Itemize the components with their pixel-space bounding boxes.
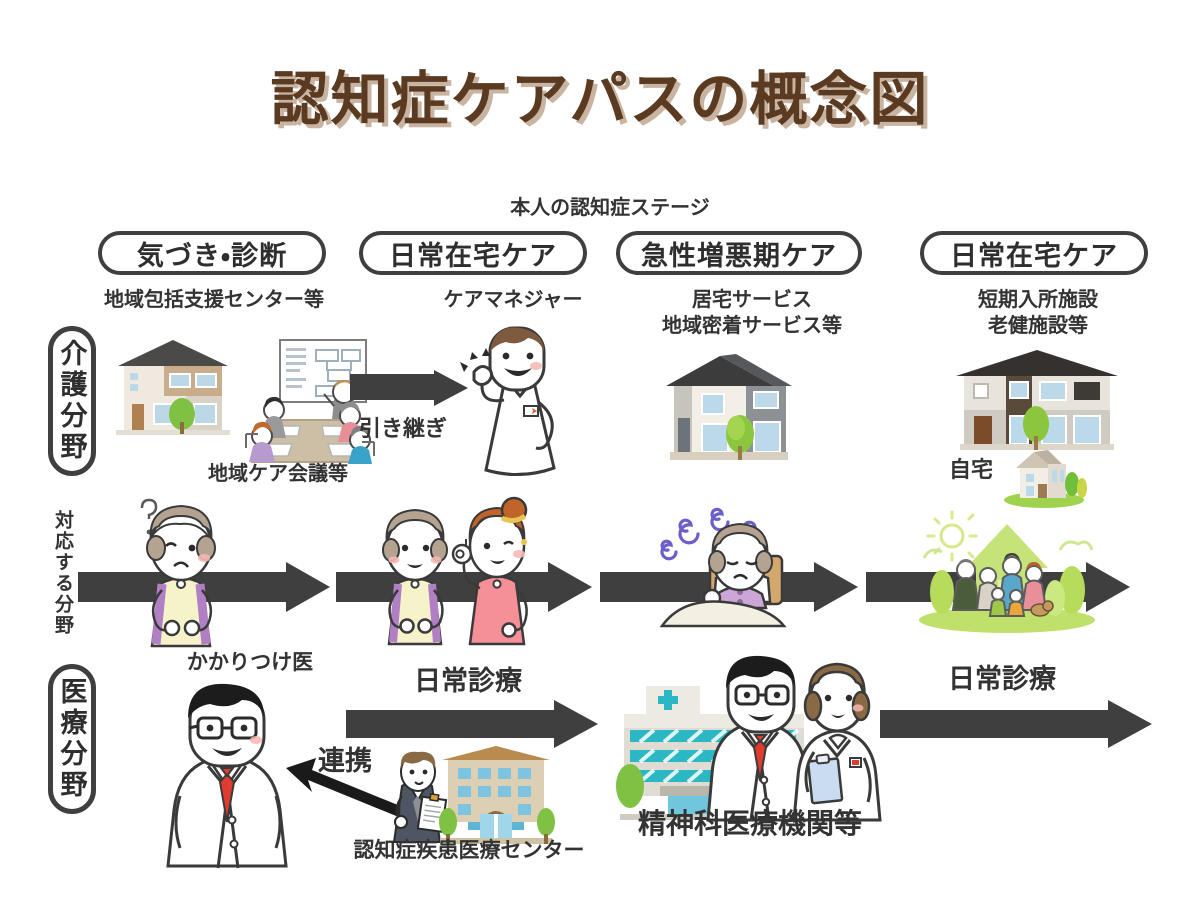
row-label-responding: 対応する分野 — [52, 509, 73, 636]
care-col1-caption: 地域包括支援センター等 — [104, 289, 324, 311]
small-home-icon — [1000, 446, 1088, 508]
daily-care-label-right: 日常診療 — [948, 664, 1056, 694]
psychiatric-caption: 精神科医療機関等 — [637, 808, 862, 839]
daily-care-label-left: 日常診療 — [414, 666, 522, 696]
stage-header-4-label: 日常在宅ケア — [950, 240, 1118, 271]
elderly-woman-confused-icon — [122, 492, 240, 648]
care-manager-person-icon — [452, 322, 582, 482]
stage-header-1[interactable]: 気づき・診断 — [98, 231, 326, 275]
care-col4-home-label: 自宅 — [948, 457, 993, 482]
care-col4-caption: 短期入所施設 老健施設等 — [978, 289, 1098, 337]
handover-arrow — [350, 370, 468, 412]
care-col1-sub-caption: 地域ケア会議等 — [208, 463, 348, 485]
elderly-woman-in-bed-icon — [654, 500, 840, 630]
community-center-building-icon — [108, 330, 238, 440]
family-at-home-icon — [912, 508, 1102, 634]
stage-header-3-label: 急性増悪期ケア — [641, 240, 837, 271]
care-col2-caption: ケアマネジャー — [443, 289, 583, 311]
stage-header-2[interactable]: 日常在宅ケア — [359, 231, 587, 275]
row-label-care-text: 介護分野 — [56, 339, 87, 463]
row-label-medical-text: 医療分野 — [56, 677, 87, 801]
row-label-medical[interactable]: 医療分野 — [48, 664, 96, 814]
page-title: 認知症ケアパスの概念図 — [270, 67, 930, 132]
dementia-center-building-icon — [436, 742, 556, 846]
care-col3-caption: 居宅サービス 地域密着サービス等 — [662, 289, 842, 337]
family-doctor-caption: かかりつけ医 — [186, 651, 314, 674]
doctor-and-nurse-icon — [706, 648, 882, 822]
elderly-woman-with-caregiver-icon — [374, 496, 554, 648]
handover-label: 引き継ぎ — [358, 416, 447, 441]
daily-care-arrow-right — [880, 700, 1152, 748]
row-label-care[interactable]: 介護分野 — [48, 326, 96, 476]
stage-header-2-label: 日常在宅ケア — [389, 240, 557, 271]
dementia-center-caption: 認知症疾患医療センター — [353, 839, 585, 862]
stage-header-1-label: 気づき・診断 — [136, 240, 288, 271]
daily-care-arrow-left — [346, 700, 598, 748]
coordination-label: 連携 — [318, 746, 372, 776]
stage-axis-label: 本人の認知症ステージ — [510, 197, 710, 219]
house-icon — [664, 352, 794, 464]
stage-header-4[interactable]: 日常在宅ケア — [920, 231, 1148, 275]
family-doctor-icon — [148, 678, 306, 869]
facility-building-icon — [952, 346, 1122, 450]
stage-header-3[interactable]: 急性増悪期ケア — [616, 231, 862, 275]
